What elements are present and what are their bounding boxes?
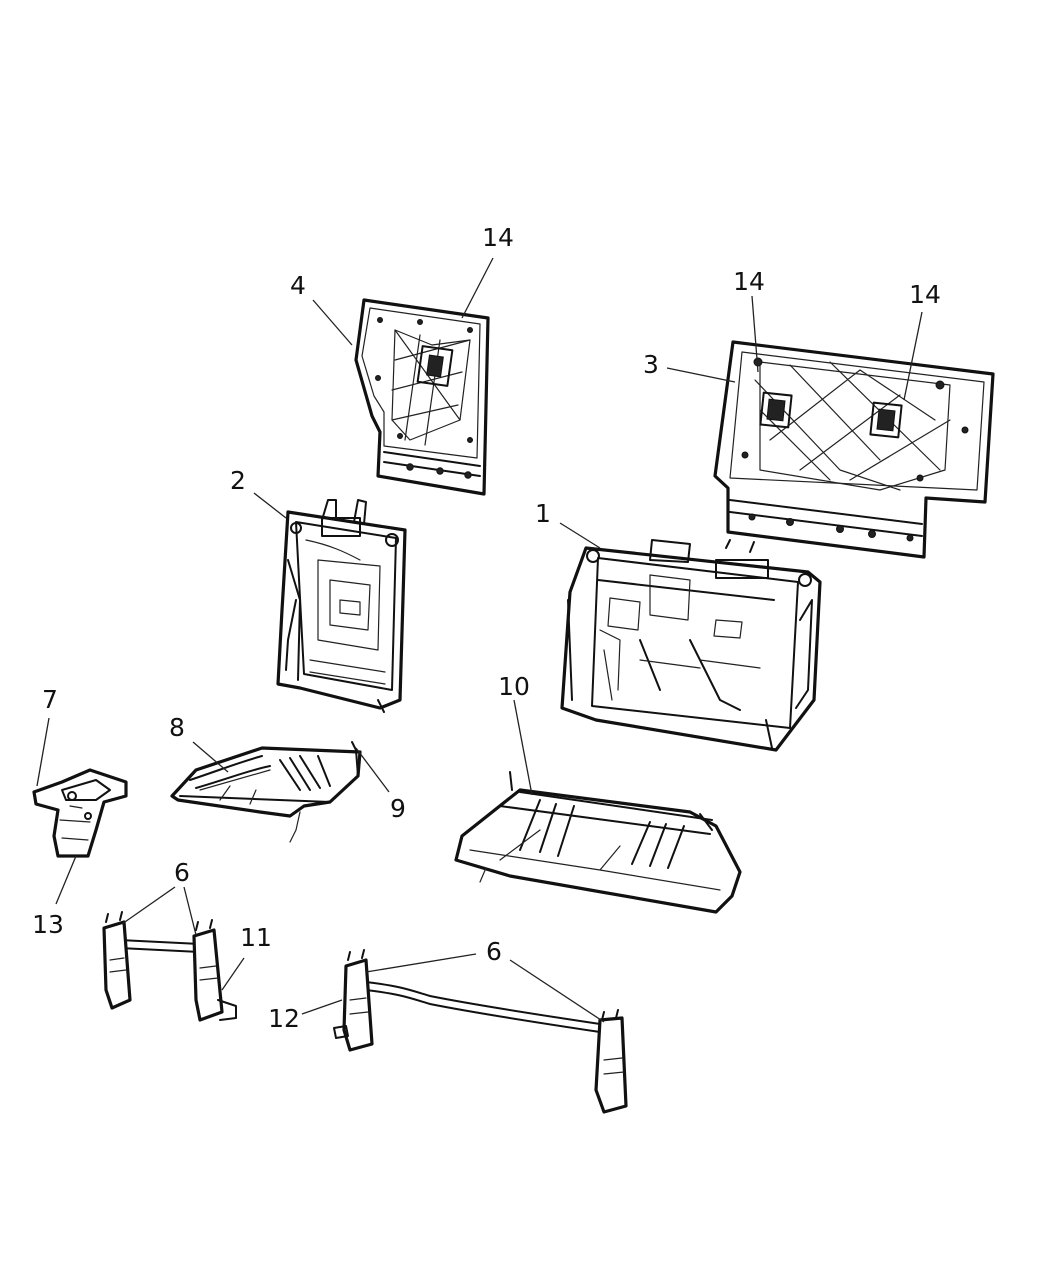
callout-10: 10: [498, 672, 530, 701]
part-10-seat-cushion-frame-large: [454, 771, 742, 914]
callout-8: 8: [169, 713, 185, 742]
callout-6-large-riser: 6: [486, 937, 502, 966]
part-1-seat-back-frame-large: [560, 539, 822, 752]
callout-9: 9: [390, 794, 406, 823]
callout-3: 3: [643, 350, 659, 379]
part-2-seat-back-frame-small: [276, 499, 407, 713]
callout-14-small-panel: 14: [482, 223, 514, 252]
callout-4: 4: [290, 271, 306, 300]
part-8-seat-cushion-frame-small: [170, 741, 362, 843]
callout-7: 7: [42, 685, 58, 714]
part-3-seat-back-panel-large: [713, 340, 995, 559]
callout-11: 11: [240, 923, 272, 952]
callout-1: 1: [535, 499, 551, 528]
callout-14-large-panel-left: 14: [733, 267, 765, 296]
callout-labels: 1 2 3 4 6 6 7 8 9 10 11 12 13 14 14 14: [32, 223, 941, 1033]
leader-lines: [36, 257, 923, 1023]
callout-13: 13: [32, 910, 64, 939]
part-6-11-seat-riser-small: [102, 911, 237, 1022]
callout-12: 12: [268, 1004, 300, 1033]
callout-2: 2: [230, 466, 246, 495]
part-7-13-seat-latch-bracket: [32, 768, 128, 858]
part-6-12-seat-riser-large: [333, 949, 628, 1114]
callout-14-large-panel-right: 14: [909, 280, 941, 309]
part-4-seat-back-panel-small: [354, 298, 490, 496]
callout-6-small-riser: 6: [174, 858, 190, 887]
